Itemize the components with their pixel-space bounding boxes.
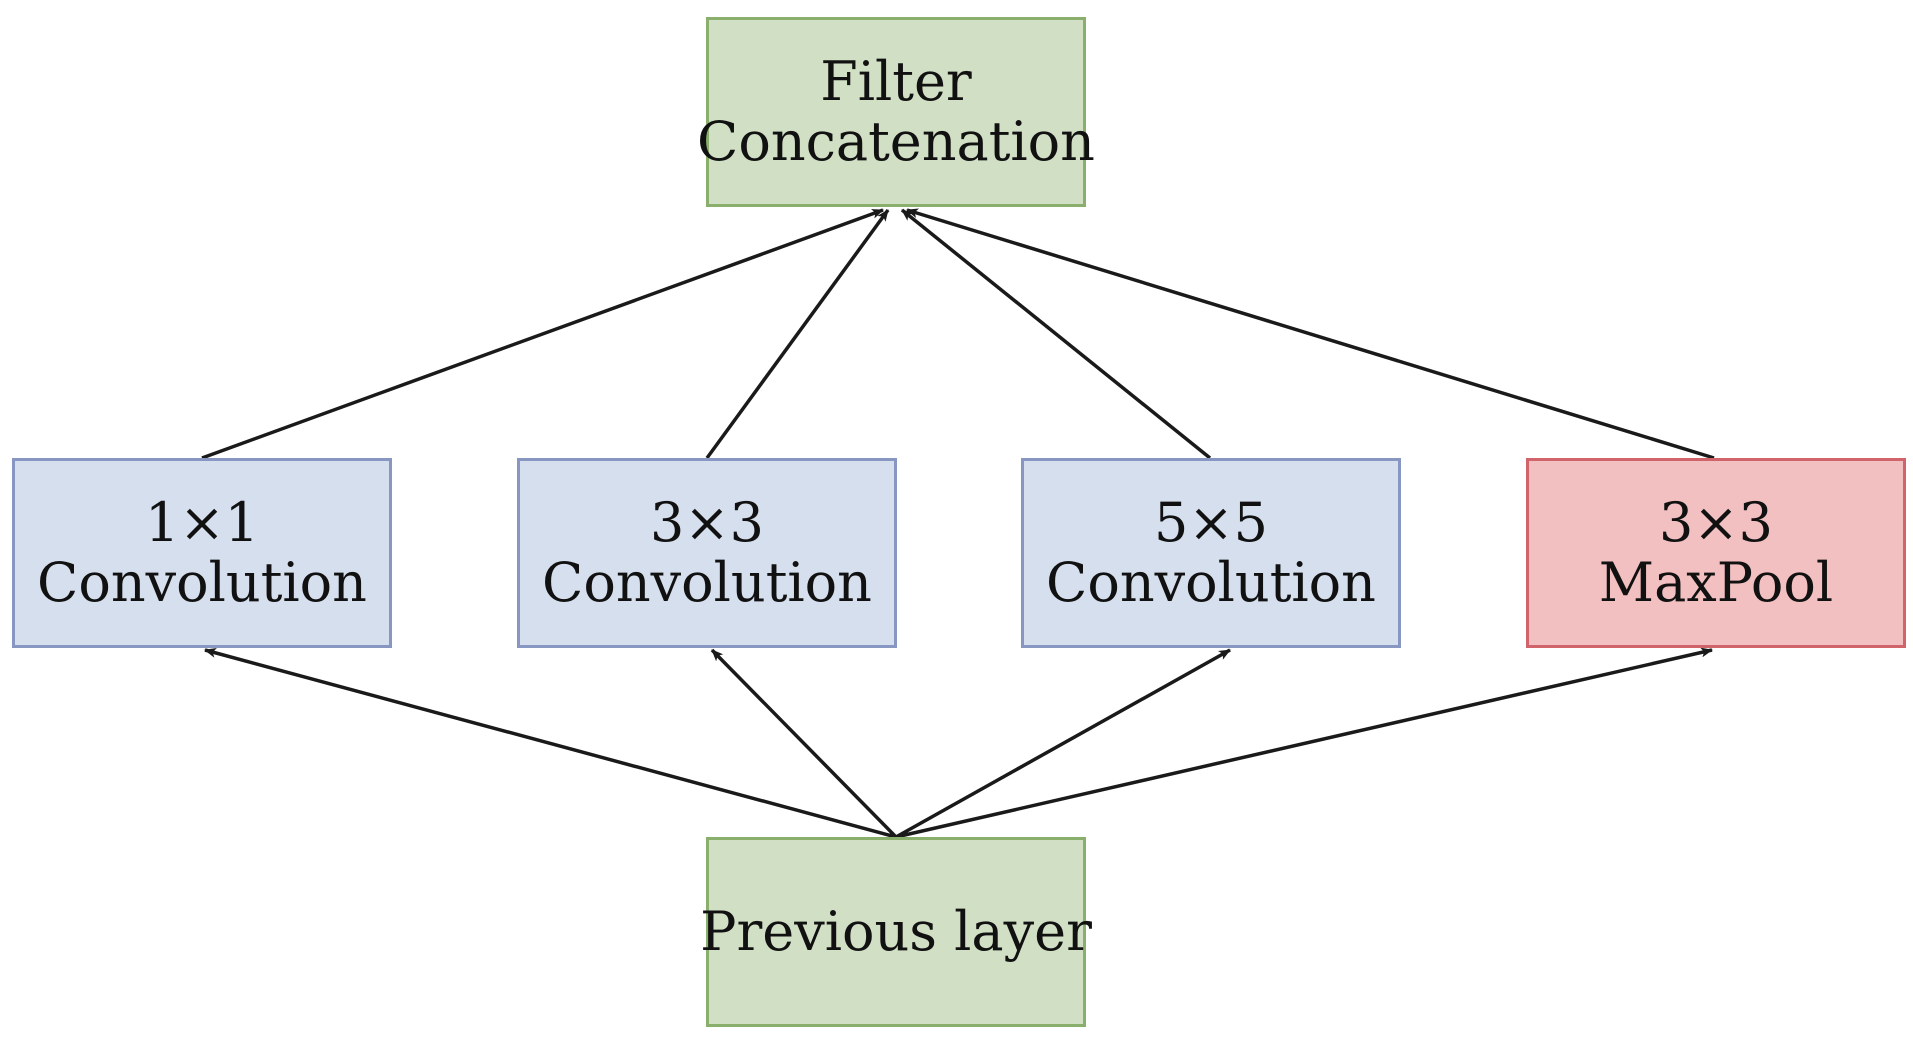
- previous-layer-box: Previous layer: [700, 837, 1092, 1027]
- arrow-conv1x1-to-filter: [201, 208, 884, 460]
- maxpool-3x3-box: 3×3 MaxPool: [1526, 458, 1906, 648]
- conv-1x1-label: Convolution: [37, 551, 367, 614]
- conv-3x3-label: Convolution: [542, 551, 872, 614]
- arrow-maxpool-to-filter: [906, 208, 1715, 460]
- previous-layer-label: Previous layer: [700, 899, 1092, 963]
- arrow-conv5x5-to-filter: [900, 208, 1212, 460]
- arrow-prev-to-conv1x1: [204, 648, 897, 839]
- maxpool-3x3-label: MaxPool: [1598, 551, 1834, 614]
- conv-1x1-box: 1×1 Convolution: [12, 458, 392, 648]
- conv-3x3-box: 3×3 Convolution: [517, 458, 897, 648]
- arrow-prev-to-maxpool: [895, 647, 1713, 839]
- arrow-conv3x3-to-filter: [705, 208, 890, 460]
- filter-concatenation-line1: Filter: [820, 49, 972, 113]
- filter-concatenation-line2: Concatenation: [697, 110, 1095, 173]
- conv-1x1-size: 1×1: [145, 490, 259, 554]
- conv-5x5-label: Convolution: [1046, 551, 1376, 614]
- arrow-prev-to-conv5x5: [895, 648, 1231, 839]
- arrow-prev-to-conv3x3: [710, 648, 898, 839]
- conv-5x5-box: 5×5 Convolution: [1021, 458, 1401, 648]
- filter-concatenation-box: Filter Concatenation: [697, 17, 1095, 207]
- maxpool-3x3-size: 3×3: [1659, 490, 1773, 554]
- conv-5x5-size: 5×5: [1154, 490, 1268, 554]
- conv-3x3-size: 3×3: [650, 490, 764, 554]
